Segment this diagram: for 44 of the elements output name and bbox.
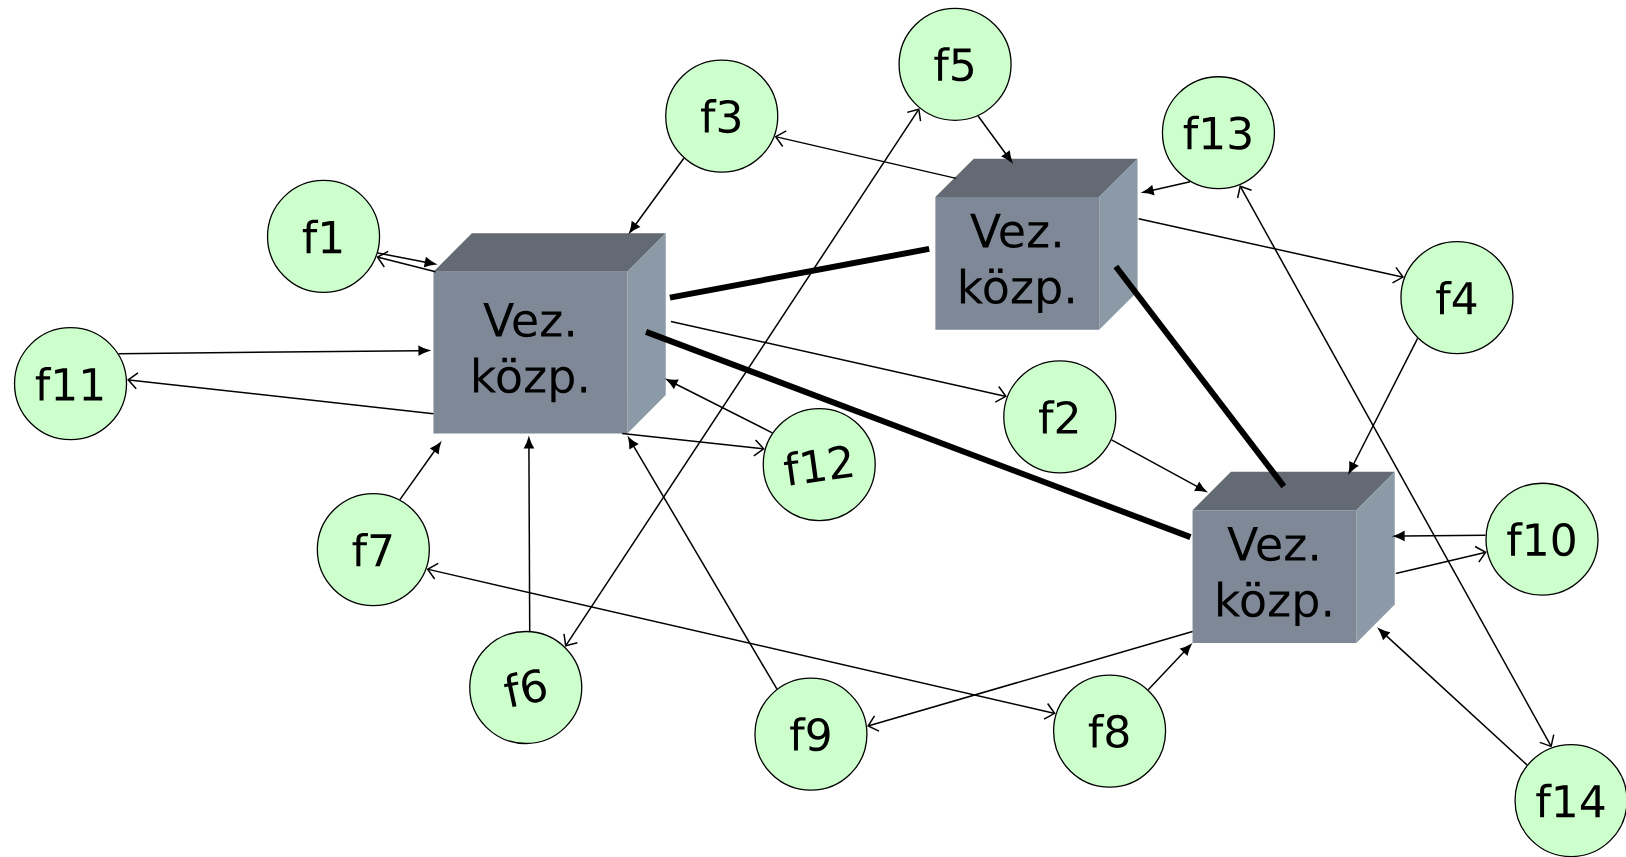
arrow [977,115,1013,163]
circle-node: f13 [1161,76,1276,190]
arrow [666,379,773,434]
circle-node: f8 [1052,674,1167,788]
arrow [524,437,534,632]
cube: Vez. közp. [935,158,1138,330]
arrow [774,130,957,180]
circle-node: f3 [665,59,779,173]
circle-node: f10 [1485,482,1599,596]
arrow [1147,644,1192,691]
circle-node: f7 [316,492,430,607]
cube: Vez. közp. [433,233,666,434]
arrow [1142,181,1191,195]
connector-line [645,329,1192,540]
arrow [426,562,1056,720]
arrow [621,432,765,457]
arrow [628,437,778,690]
arrow [127,372,435,415]
circle-node: f6 [469,630,583,745]
arrow [1393,531,1487,541]
arrow [629,157,685,233]
circle-node: f2 [1003,360,1117,474]
circle-node: f5 [898,7,1012,121]
arrow [376,252,436,267]
arrow [1378,628,1528,766]
arrow [867,630,1194,732]
circle-node: f9 [754,677,868,791]
arrow [1137,218,1405,284]
arrow [1236,185,1555,748]
arrow [670,320,1007,403]
cube: Vez. közp. [1192,471,1395,643]
circle-node: f11 [13,327,128,441]
arrow [563,108,922,647]
circle-node: f4 [1400,240,1514,355]
arrow [1395,545,1487,575]
circle-node: f1 [266,179,381,294]
arrow [376,250,437,273]
connector-line [669,245,930,301]
arrow [1348,337,1419,474]
circle-node: f14 [1514,743,1626,857]
arrow [399,442,441,501]
arrow [117,345,430,356]
circle-node: f12 [762,407,876,522]
arrow [1110,439,1207,492]
